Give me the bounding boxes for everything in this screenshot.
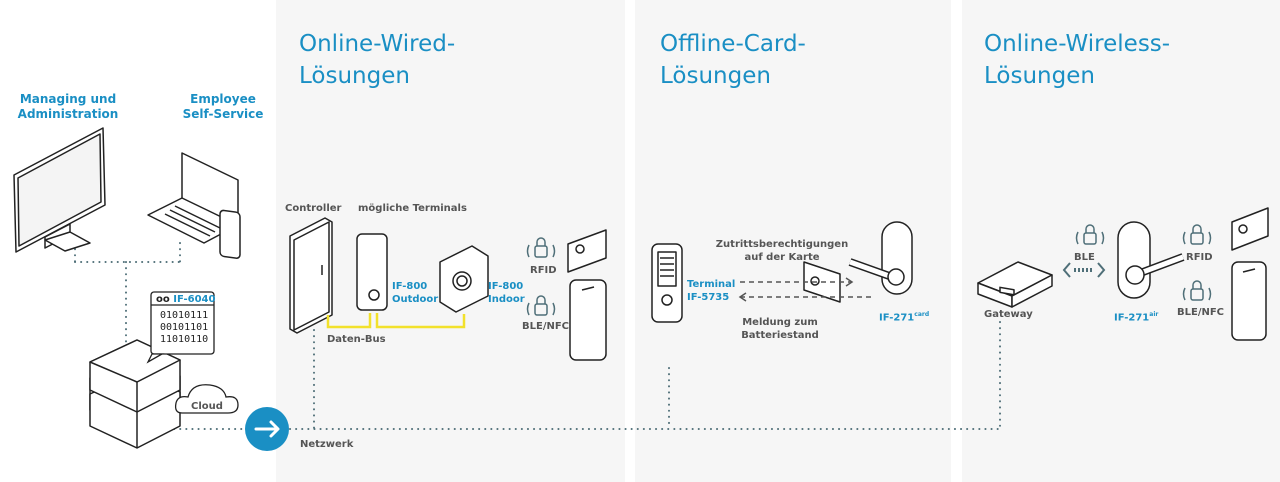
employee-heading-line2: Self-Service: [182, 107, 264, 121]
employee-heading: Employee Self-Service: [168, 92, 278, 122]
door-lock-card-icon: [848, 221, 913, 295]
lock-wave-icons: [526, 224, 1212, 316]
title-line2: Lösungen: [299, 63, 410, 89]
rfid-label: RFID: [530, 265, 557, 276]
cloud-label: Cloud: [191, 401, 223, 412]
server-icon: [89, 339, 181, 449]
title-line2: Lösungen: [660, 63, 771, 89]
popup-bubble: [146, 291, 215, 364]
employee-heading-line1: Employee: [190, 92, 256, 106]
card-arrows: [740, 281, 872, 298]
network-label: Netzwerk: [300, 439, 354, 450]
panel-title-online-wired: Online-Wired- Lösungen: [299, 28, 455, 92]
laptop-icon: [147, 152, 241, 259]
cloud-icon: [174, 384, 239, 414]
title-line1: Online-Wired-: [299, 31, 456, 57]
monitor-icon: [13, 127, 106, 253]
binary-line: 01010111: [160, 310, 209, 321]
panel-online-wired: [276, 0, 625, 482]
lock-air-label: IF-271air: [1114, 311, 1159, 324]
bus-label: Daten-Bus: [327, 334, 386, 345]
controller-label: Controller: [285, 203, 342, 214]
title-line2: Lösungen: [984, 63, 1095, 89]
blenfc-label-2: BLE/NFC: [1177, 307, 1225, 318]
network-arrow-icon: [245, 407, 289, 451]
gateway-icon: [977, 261, 1053, 308]
panel-title-online-wireless: Online-Wireless- Lösungen: [984, 28, 1170, 92]
phone-icon: [569, 279, 607, 361]
gateway-label: Gateway: [984, 309, 1033, 320]
popup-binary: 01010111 00101101 11010110: [160, 310, 208, 346]
blenfc-label: BLE/NFC: [522, 321, 570, 332]
network-dotted-lines: [74, 242, 1001, 430]
managing-heading-line2: Administration: [17, 107, 119, 121]
rfid-label-2: RFID: [1186, 252, 1213, 263]
binary-line: 00101101: [160, 322, 209, 333]
ble-label: BLE: [1074, 252, 1095, 263]
door-lock-air-icon: [1117, 221, 1185, 299]
lock-card-label: IF-271card: [879, 311, 930, 324]
data-bus-lines: [326, 313, 466, 329]
title-line1: Online-Wireless-: [984, 31, 1171, 57]
rfid-card-icon-2: [1231, 207, 1269, 251]
terminal-outdoor-icon: [356, 233, 388, 311]
rfid-card-icon: [567, 229, 607, 273]
managing-heading-line1: Managing und: [19, 92, 117, 106]
binary-line: 11010110: [160, 334, 209, 345]
phone-icon-2: [1231, 261, 1267, 341]
panel-title-offline-card: Offline-Card- Lösungen: [660, 28, 806, 92]
ble-link-icon: [1062, 262, 1106, 278]
terminals-label: mögliche Terminals: [358, 203, 467, 214]
title-line1: Offline-Card-: [660, 31, 806, 57]
popup-title: oo IF-6040: [156, 294, 216, 305]
managing-heading: Managing und Administration: [8, 92, 128, 122]
